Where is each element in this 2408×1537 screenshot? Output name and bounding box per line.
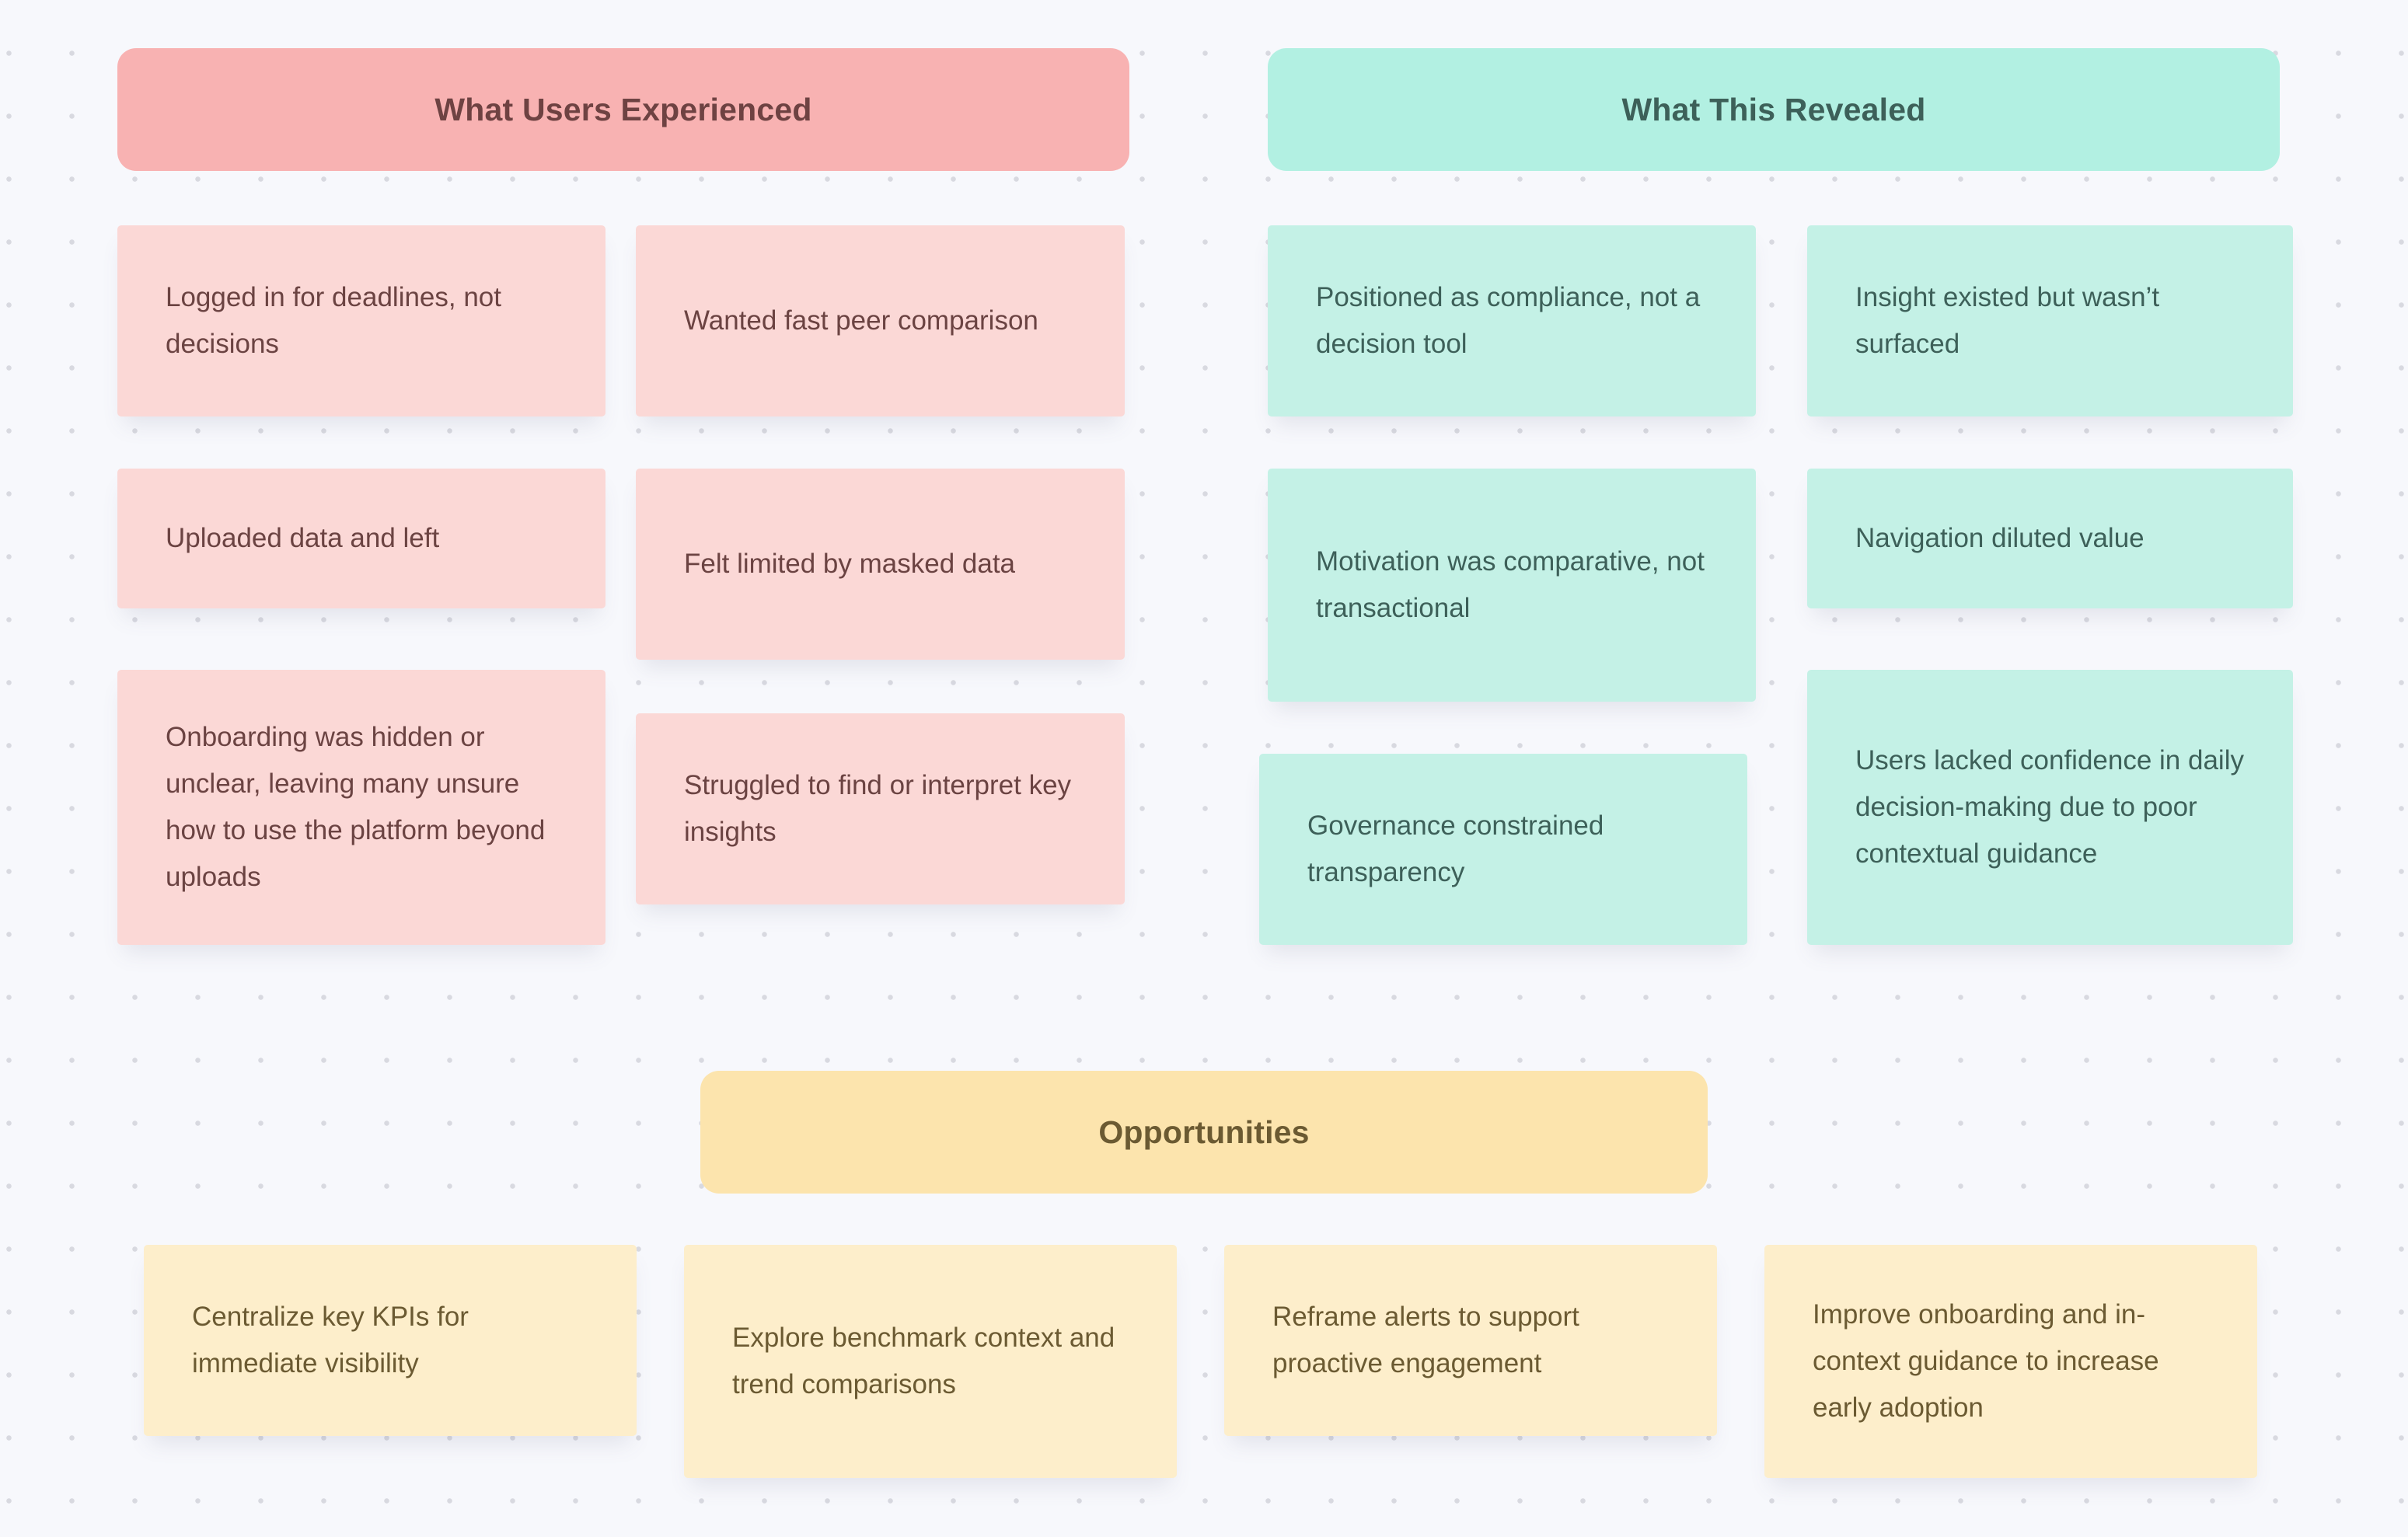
sticky-card[interactable]: Felt limited by masked data (636, 469, 1125, 660)
sticky-card-text: Improve onboarding and in-context guidan… (1813, 1298, 2159, 1424)
sticky-card[interactable]: Explore benchmark context and trend comp… (684, 1245, 1177, 1478)
sticky-card-text: Motivation was comparative, not transact… (1316, 545, 1705, 623)
section-title: Opportunities (1098, 1114, 1310, 1150)
sticky-card-text: Navigation diluted value (1855, 522, 2145, 553)
sticky-card-text: Struggled to find or interpret key insig… (684, 769, 1072, 847)
sticky-card-text: Logged in for deadlines, not decisions (166, 281, 501, 359)
sticky-card[interactable]: Improve onboarding and in-context guidan… (1764, 1245, 2257, 1478)
sticky-card-text: Reframe alerts to support proactive enga… (1272, 1301, 1579, 1378)
sticky-card-text: Centralize key KPIs for immediate visibi… (192, 1301, 469, 1378)
sticky-card-text: Insight existed but wasn’t surfaced (1855, 281, 2160, 359)
sticky-card-text: Felt limited by masked data (684, 548, 1016, 579)
sticky-card-text: Positioned as compliance, not a decision… (1316, 281, 1701, 359)
sticky-card-text: Explore benchmark context and trend comp… (732, 1322, 1115, 1399)
sticky-card-text: Users lacked confidence in daily decisio… (1855, 744, 2244, 870)
sticky-card-text: Uploaded data and left (166, 522, 440, 553)
section-title: What Users Experienced (434, 91, 812, 127)
sticky-card[interactable]: Onboarding was hidden or unclear, leavin… (117, 670, 605, 945)
sticky-card[interactable]: Centralize key KPIs for immediate visibi… (144, 1245, 637, 1436)
sticky-card[interactable]: Uploaded data and left (117, 469, 605, 608)
sticky-card[interactable]: Users lacked confidence in daily decisio… (1807, 670, 2293, 945)
sticky-card[interactable]: Insight existed but wasn’t surfaced (1807, 225, 2293, 416)
sticky-card[interactable]: Struggled to find or interpret key insig… (636, 713, 1125, 904)
sticky-card[interactable]: Reframe alerts to support proactive enga… (1224, 1245, 1717, 1436)
sticky-card-text: Wanted fast peer comparison (684, 305, 1038, 336)
section-header-what-this-revealed: What This Revealed (1268, 48, 2280, 171)
sticky-card[interactable]: Navigation diluted value (1807, 469, 2293, 608)
section-header-opportunities: Opportunities (700, 1071, 1708, 1194)
sticky-card-text: Governance constrained transparency (1307, 810, 1604, 887)
sticky-card[interactable]: Motivation was comparative, not transact… (1268, 469, 1756, 702)
sticky-card[interactable]: Governance constrained transparency (1259, 754, 1747, 945)
sticky-card-text: Onboarding was hidden or unclear, leavin… (166, 721, 546, 893)
section-header-what-users-experienced: What Users Experienced (117, 48, 1129, 171)
sticky-card[interactable]: Wanted fast peer comparison (636, 225, 1125, 416)
sticky-card[interactable]: Positioned as compliance, not a decision… (1268, 225, 1756, 416)
sticky-card[interactable]: Logged in for deadlines, not decisions (117, 225, 605, 416)
section-title: What This Revealed (1621, 91, 1926, 127)
